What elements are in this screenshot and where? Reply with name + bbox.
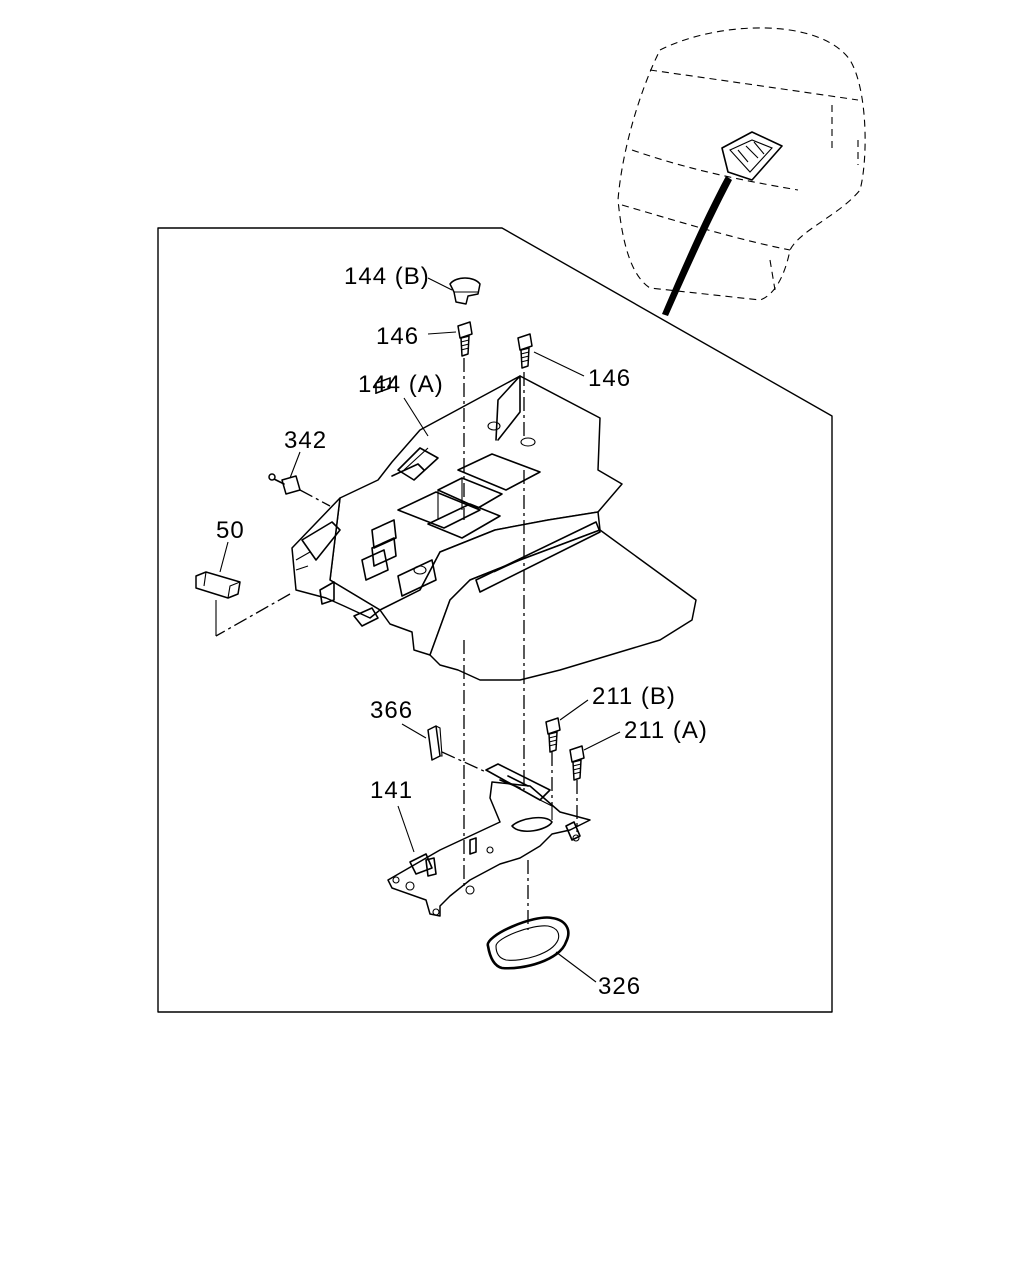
leader-144a [403,397,429,437]
callout-141: 141 [370,777,413,804]
callout-50: 50 [216,517,245,544]
cab-overview [617,27,866,316]
callout-342: 342 [284,427,327,454]
bracket-141 [387,763,591,917]
callout-146b: 146 [588,365,631,392]
screw-146-left [457,321,473,357]
leader-211b [559,699,589,721]
callout-326: 326 [598,973,641,1000]
callout-144a: 144 (A) [358,371,444,398]
bolt-211a [569,745,585,781]
diagram-frame [157,227,833,1013]
leader-141 [397,805,415,853]
callout-144b: 144 (B) [344,263,430,290]
leader-342 [289,451,301,479]
assembly-line-11 [299,489,331,507]
leader-326 [555,951,597,983]
leader-211a [583,731,621,751]
callout-146a: 146 [376,323,419,350]
leader-50 [219,541,229,573]
assembly-line-8 [215,593,291,637]
leader-pointer [662,176,732,316]
callout-211a: 211 (A) [624,717,708,744]
leader-146a [427,331,457,335]
strip-366 [427,725,443,761]
leader-366 [401,723,427,739]
callout-366: 366 [370,697,413,724]
leader-144b [427,277,453,291]
callout-211b: 211 (B) [592,683,676,710]
console-highlight [721,131,783,181]
screw-146-right [517,333,533,369]
leader-146b [533,351,585,377]
center-console-144a [291,375,697,681]
cap-144b [449,277,481,305]
pad-50 [195,571,241,599]
boot-326 [486,916,570,970]
clip-342 [268,473,301,495]
assembly-line-10 [441,751,487,773]
bolt-211b [545,717,561,753]
